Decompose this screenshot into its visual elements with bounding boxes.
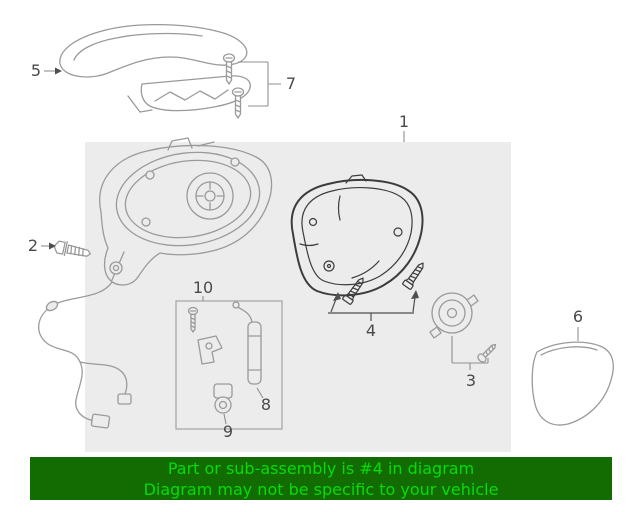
arrow-up-icon (411, 290, 419, 299)
part-3-turn-signal (429, 292, 497, 363)
part-9-sensor (213, 383, 233, 414)
arrow-up-icon (333, 292, 341, 301)
part-7-screws (222, 53, 245, 119)
callout-3: 3 (451, 336, 489, 390)
callout-5-label: 5 (31, 61, 41, 80)
part-10-screw (187, 306, 199, 333)
part-6-mirror-glass (531, 341, 614, 426)
callout-6-label: 6 (573, 307, 583, 326)
wiring-harness (38, 281, 132, 429)
banner-line-1: Part or sub-assembly is #4 in diagram (167, 459, 475, 478)
callout-7: 7 (238, 61, 296, 107)
arrow-right-icon (49, 242, 56, 250)
part-4-screws (342, 262, 424, 305)
callout-4: 4 (328, 290, 419, 340)
callout-6: 6 (573, 307, 583, 341)
part-10-bracket (197, 335, 223, 365)
callout-10: 10 (193, 278, 213, 301)
callout-2-label: 2 (28, 236, 38, 255)
arrow-right-icon (55, 67, 62, 75)
diagram-canvas: 5 7 1 (28, 23, 614, 452)
mirror-assembly (99, 137, 273, 286)
banner-line-2: Diagram may not be specific to your vehi… (143, 480, 499, 499)
callout-5: 5 (31, 61, 62, 80)
notice-banner: Part or sub-assembly is #4 in diagram Di… (30, 457, 612, 500)
callout-10-label: 10 (193, 278, 213, 297)
callout-2: 2 (28, 236, 56, 255)
part-8-module (232, 301, 262, 385)
part-10-box (175, 300, 283, 430)
callout-8: 8 (256, 387, 271, 414)
callout-1-label: 1 (399, 112, 409, 131)
callout-7-label: 7 (286, 74, 296, 93)
callout-8-label: 8 (261, 395, 271, 414)
part-4-housing-highlighted (290, 174, 424, 297)
part-2-bolt (53, 240, 91, 257)
callout-9: 9 (223, 413, 233, 441)
callout-4-label: 4 (366, 321, 376, 340)
callout-3-label: 3 (466, 371, 476, 390)
callout-9-label: 9 (223, 422, 233, 441)
part-5-mirror-cap (59, 23, 251, 113)
